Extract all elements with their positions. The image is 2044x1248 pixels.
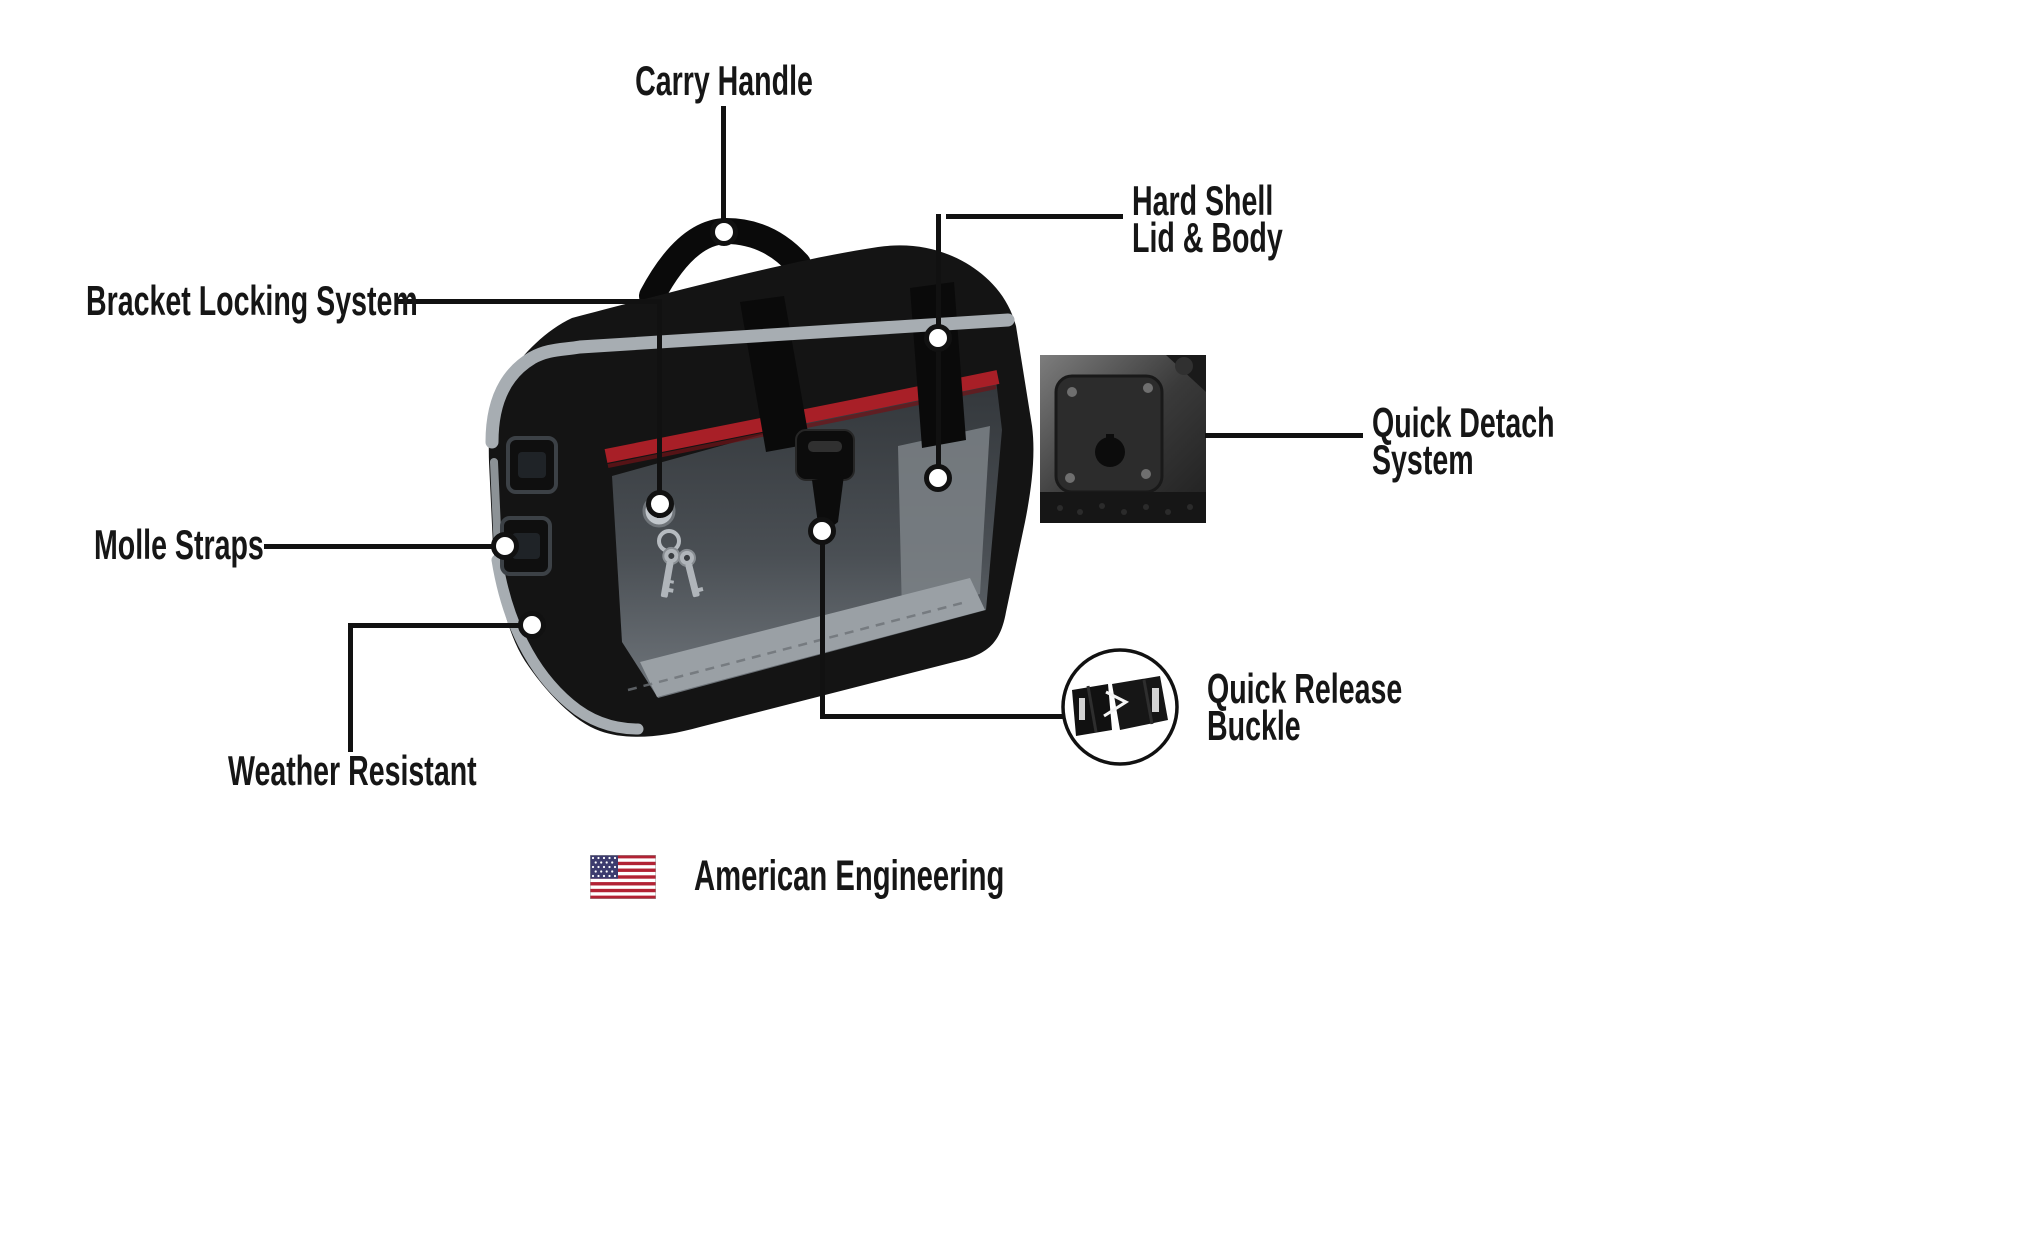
quick-release-buckle-illustration: [1061, 648, 1179, 766]
molle-straps-dot: [491, 532, 519, 560]
saddlebag-body: [485, 217, 1034, 737]
quick-detach-label: Quick Detach System: [1372, 399, 1555, 483]
molle-straps-label: Molle Straps: [94, 521, 264, 568]
weather-resistant-dot: [518, 611, 546, 639]
center-buckle: [795, 429, 855, 528]
hard-shell-label-line1: Hard Shell: [1132, 177, 1274, 224]
weather-resistant-label: Weather Resistant: [228, 747, 477, 794]
us-flag-icon: [590, 855, 656, 899]
quick-detach-plate-photo: [1040, 355, 1206, 523]
molle-straps-callout-line: [264, 544, 494, 549]
quick-release-dot: [808, 517, 836, 545]
quick-release-callout-line-h: [820, 714, 1063, 719]
molle-straps: [500, 436, 558, 576]
american-engineering-label: American Engineering: [694, 852, 1005, 900]
bracket-locking-label: Bracket Locking System: [86, 277, 418, 324]
quick-release-label-line2: Buckle: [1207, 702, 1301, 749]
hard-shell-label-line2: Lid & Body: [1132, 214, 1283, 261]
lid-piping: [485, 313, 1015, 449]
carry-handle-callout-line: [721, 106, 726, 224]
bracket-locking-callout-line-v: [657, 299, 662, 493]
quick-release-label: Quick Release Buckle: [1207, 665, 1403, 749]
hard-shell-body-dot: [924, 464, 952, 492]
quick-detach-callout-line: [1205, 433, 1363, 438]
hard-shell-lid-dot: [924, 324, 952, 352]
weather-resistant-callout-line-h: [348, 623, 520, 628]
hard-shell-label: Hard Shell Lid & Body: [1132, 177, 1283, 261]
carry-handle-dot: [710, 218, 738, 246]
weather-trim: [491, 554, 644, 735]
quick-release-label-line1: Quick Release: [1207, 665, 1403, 712]
bracket-locking-callout-line-h: [398, 299, 662, 304]
hard-shell-callout-line-h: [946, 214, 1123, 219]
quick-detach-label-line1: Quick Detach: [1372, 399, 1555, 446]
quick-detach-label-line2: System: [1372, 436, 1474, 483]
carry-handle-label: Carry Handle: [635, 57, 813, 104]
quick-release-callout-line-v: [820, 541, 825, 716]
bracket-locking-dot: [646, 490, 674, 518]
weather-resistant-callout-line-v: [348, 623, 353, 752]
